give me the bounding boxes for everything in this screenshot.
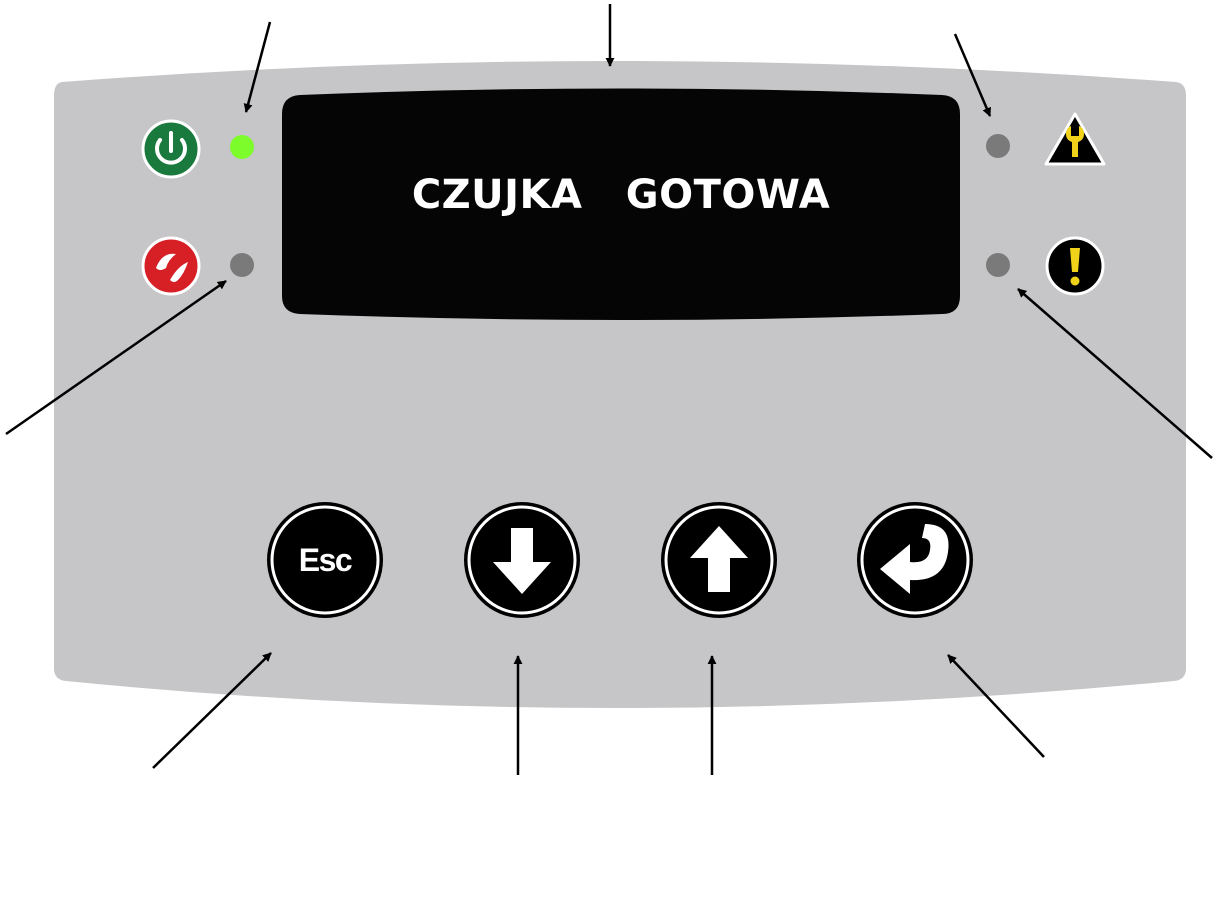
- down-button[interactable]: [464, 502, 580, 618]
- service-warning-icon: [1044, 112, 1106, 166]
- exclamation-icon: [1045, 236, 1105, 296]
- lcd-display: [282, 88, 960, 320]
- arrow-fault-led: [1017, 288, 1213, 459]
- arrow-enter-button: [947, 654, 1045, 758]
- service-led: [986, 134, 1010, 158]
- fire-alarm-icon: [141, 236, 201, 296]
- arrow-up-icon: [690, 526, 748, 592]
- arrow-alarm-led: [5, 279, 227, 436]
- fault-led: [986, 253, 1010, 277]
- enter-button[interactable]: [857, 502, 973, 618]
- up-button[interactable]: [661, 502, 777, 618]
- callout-arrows: [5, 4, 1213, 775]
- arrow-power-led: [243, 21, 272, 113]
- enter-return-icon: [880, 524, 949, 594]
- esc-button[interactable]: [267, 502, 383, 618]
- power-icon: [141, 119, 201, 179]
- arrow-service-led: [953, 33, 992, 117]
- arrow-esc-button: [152, 652, 272, 769]
- alarm-led: [230, 253, 254, 277]
- arrow-down-icon: [493, 528, 551, 594]
- power-led: [230, 135, 254, 159]
